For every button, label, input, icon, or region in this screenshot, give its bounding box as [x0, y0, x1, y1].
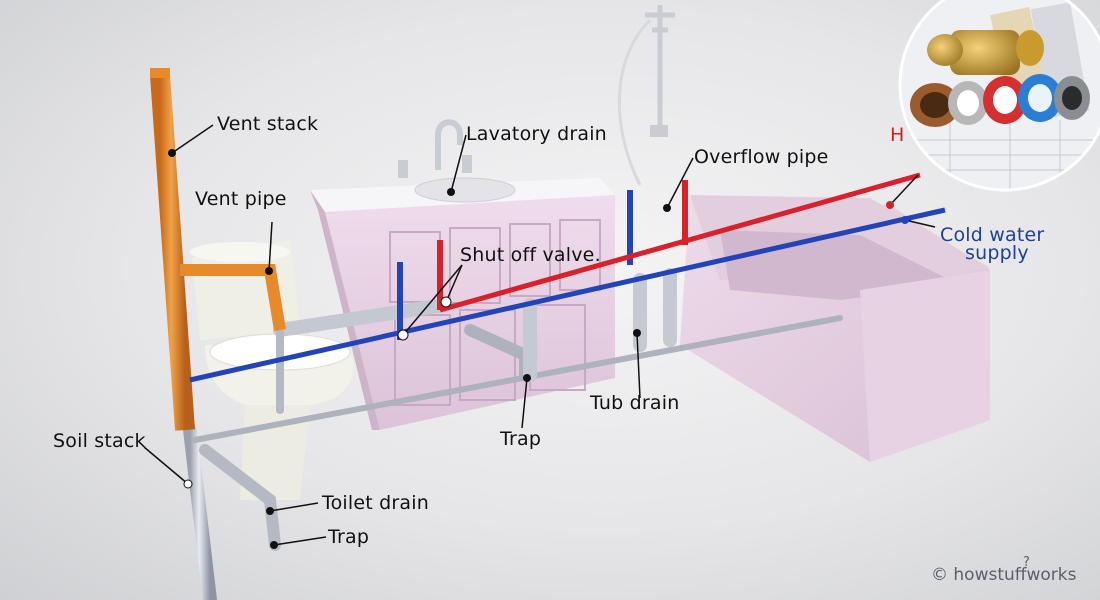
callout-dots: [168, 149, 909, 549]
label-vent-stack: Vent stack: [217, 113, 319, 135]
faucet: [398, 119, 472, 178]
leader-lines: [143, 124, 936, 546]
label-vent-pipe: Vent pipe: [195, 188, 287, 210]
label-trap-sink: Trap: [500, 428, 542, 450]
label-trap-toilet: Trap: [328, 526, 370, 548]
label-overflow-pipe: Overflow pipe: [694, 146, 829, 168]
hot-water-pipe: [437, 172, 921, 313]
label-lavatory-drain: Lavatory drain: [466, 123, 607, 145]
label-toilet-drain: Toilet drain: [322, 492, 429, 514]
shower-head: [618, 5, 675, 186]
label-soil-stack: Soil stack: [53, 430, 146, 452]
credit-text: © howstuffworks: [931, 565, 1077, 585]
label-cold-water-1: Cold water: [940, 224, 1045, 246]
cold-water-pipe: [189, 190, 946, 383]
label-hot-water-partial: H: [890, 124, 905, 146]
pipe-fittings-photo: [898, 0, 1100, 192]
label-shut-off-valve: Shut off valve.: [460, 244, 601, 266]
drain-pipes: [183, 268, 843, 600]
howstuffworks-credit: © howstuffworks ?: [931, 555, 1077, 585]
label-cold-water-2: supply: [965, 242, 1029, 264]
credit-mark: ?: [1023, 555, 1030, 570]
label-tub-drain: Tub drain: [590, 392, 680, 414]
